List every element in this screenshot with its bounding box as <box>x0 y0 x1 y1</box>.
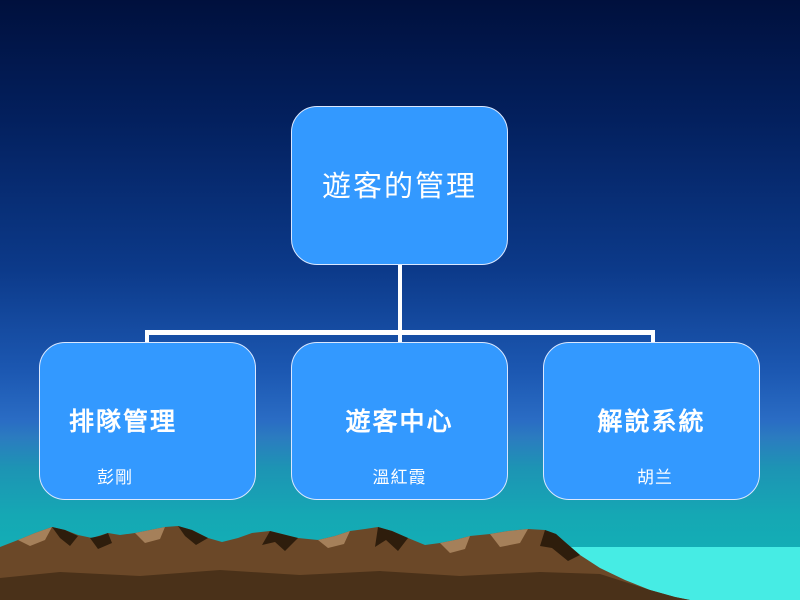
child-node-person: 溫紅霞 <box>372 468 427 488</box>
connector-bar <box>145 330 655 335</box>
root-node: 遊客的管理 <box>291 106 508 265</box>
root-node-label: 遊客的管理 <box>321 168 477 203</box>
connector-drop-right <box>651 333 655 343</box>
child-node-person: 胡兰 <box>637 468 673 488</box>
mountain-landscape <box>0 526 800 600</box>
child-node-visitor-center: 遊客中心 溫紅霞 <box>291 342 508 500</box>
mountain-base <box>0 570 690 600</box>
child-node-person: 彭剛 <box>97 468 133 488</box>
connector-trunk <box>398 265 402 331</box>
mountain-highlights <box>18 527 528 553</box>
child-node-label: 遊客中心 <box>345 407 454 436</box>
child-node-label: 排隊管理 <box>68 407 177 436</box>
child-node-interpretation-system: 解說系統 胡兰 <box>543 342 760 500</box>
child-node-label: 解說系統 <box>597 407 706 436</box>
connector-drop-left <box>145 333 149 343</box>
connector-drop-center <box>398 333 402 343</box>
mountain-shadows <box>52 526 580 561</box>
child-node-queue-management: 排隊管理 彭剛 <box>39 342 256 500</box>
